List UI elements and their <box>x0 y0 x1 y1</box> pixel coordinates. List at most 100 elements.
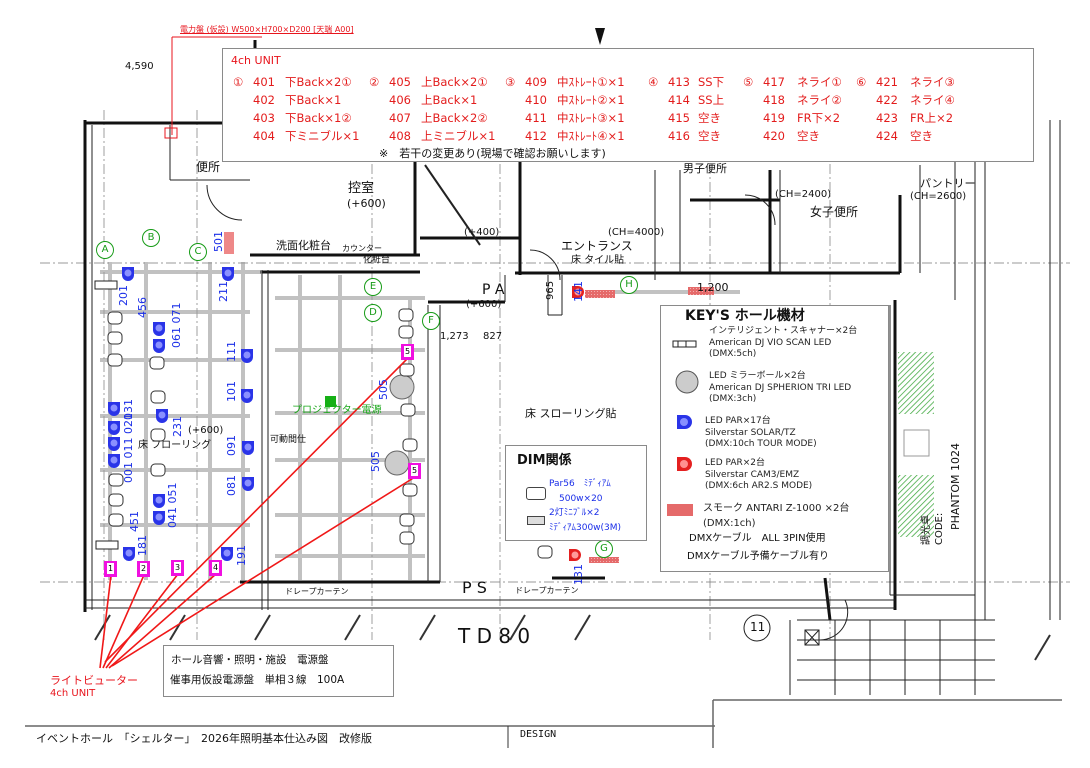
dim-title: DIM関係 <box>517 453 572 468</box>
blue-led-par-icon <box>108 402 120 416</box>
par56-fixture-icon <box>149 356 165 370</box>
blue-led-par-icon <box>242 477 254 491</box>
par56-fixture-icon <box>108 473 124 487</box>
room-label: 控室 <box>348 181 375 196</box>
channel-number: 420 <box>763 129 785 143</box>
fixture-number: 181 <box>136 535 149 556</box>
room-label: 化粧台 <box>363 255 391 265</box>
blue-led-par-icon <box>241 349 253 363</box>
room-level: (CH=2600) <box>910 191 967 202</box>
power-line-1: ホール音響・照明・施設 電源盤 <box>171 654 329 666</box>
smoke-machine-icon <box>589 557 619 563</box>
channel-number: 423 <box>876 111 898 125</box>
dimmer-port: 5 <box>408 463 421 479</box>
group-mark: ① <box>233 75 244 89</box>
panel-note: 電力盤 (仮設) W500×H700×D200 [天端 A00] <box>180 25 354 34</box>
legend-line: (DMX:5ch) <box>709 349 757 359</box>
fixture-number: 001 011 021 <box>122 413 135 483</box>
channel-number: 414 <box>668 93 690 107</box>
fixture-number: 131 <box>572 564 585 585</box>
grid-marker-g: G <box>595 540 613 558</box>
channel-label: 下Back×1 <box>285 93 342 107</box>
blue-led-par-icon <box>156 409 168 423</box>
grid-label: 11 <box>750 620 766 634</box>
fixture-number: 505 <box>377 379 390 400</box>
power-line-2: 催事用仮設電源盤 単相３線 100A <box>170 674 345 686</box>
channel-number: 403 <box>253 111 275 125</box>
channel-number: 405 <box>389 75 411 89</box>
mini-brute-label: 2灯ﾐﾆﾌﾞﾙ×2 <box>549 508 600 518</box>
legend-line: Silverstar SOLAR/TZ <box>705 427 796 438</box>
fixture-number: 456 <box>136 297 149 318</box>
fixture-number: 191 <box>235 545 248 566</box>
par56-fixture-icon <box>400 403 416 417</box>
fixture-number: 081 <box>225 475 238 496</box>
legend-line: American DJ VIO SCAN LED <box>709 337 832 348</box>
legend-item-text: スモーク ANTARI Z-1000 ×2台(DMX:1ch) <box>703 501 849 531</box>
channel-number: 410 <box>525 93 547 107</box>
par56-fixture-icon <box>399 531 415 545</box>
room-level: (CH=2400) <box>775 189 832 200</box>
channel-label: 空き <box>698 111 721 125</box>
channel-label: FR上×2 <box>910 111 954 125</box>
channel-number: 413 <box>668 75 690 89</box>
channel-label: 上Back×2① <box>421 75 488 89</box>
channel-row: 423 FR上×2 <box>856 109 955 127</box>
smoke-machine-icon <box>224 232 234 254</box>
console-label: 調光卓 <box>921 515 932 545</box>
grid-marker-c: C <box>189 243 207 261</box>
cable-note: DMXケーブル ALL 3PIN使用 <box>689 533 826 544</box>
channel-label: 空き <box>797 129 820 143</box>
room-level: (+600) <box>466 299 502 310</box>
room-label: 女子便所 <box>810 205 859 219</box>
room-level: (+600) <box>188 425 224 436</box>
fixture-number: 505 <box>369 451 382 472</box>
channel-number: 409 <box>525 75 547 89</box>
channel-number: 417 <box>763 75 785 89</box>
fixture-number: 231 <box>171 416 184 437</box>
channel-label: 中ｽﾄﾚｰﾄ②×1 <box>557 93 625 107</box>
blue-led-par-icon <box>153 322 165 336</box>
dimension-label: 965 <box>545 280 556 300</box>
design-label: DESIGN <box>520 729 557 740</box>
scanner-icon <box>94 280 118 290</box>
channel-number: 418 <box>763 93 785 107</box>
group-mark: ③ <box>505 75 516 89</box>
channel-number: 407 <box>389 111 411 125</box>
room-label: T D 8 0 <box>458 624 531 648</box>
par56-fixture-icon <box>107 311 123 325</box>
group-mark: ④ <box>648 75 659 89</box>
channel-label: 中ｽﾄﾚｰﾄ③×1 <box>557 111 625 125</box>
channel-label: 下ミニブル×1 <box>285 129 360 143</box>
channel-number: 412 <box>525 129 547 143</box>
drape-label: ドレープカーテン <box>285 587 349 596</box>
room-label: 男子便所 <box>683 162 727 175</box>
dmx-cable <box>99 574 112 669</box>
fixture-number: 091 <box>225 435 238 456</box>
scanner-icon <box>95 540 119 550</box>
red-par-icon <box>676 456 692 476</box>
channel-label: 空き <box>698 129 721 143</box>
room-label: 洗面化粧台 <box>276 239 331 252</box>
dimmer-port: 1 <box>104 561 117 577</box>
channel-label: ネライ④ <box>910 93 955 107</box>
legend-line: (DMX:6ch AR2.S MODE) <box>705 481 813 491</box>
grid-marker-a: A <box>96 241 114 259</box>
room-label: 便所 <box>196 160 221 174</box>
console-fader-bank <box>898 352 934 414</box>
dmx-cable <box>105 573 179 669</box>
channel-number: 422 <box>876 93 898 107</box>
par56-fixture-icon <box>107 331 123 345</box>
blue-led-par-icon <box>108 454 120 468</box>
channel-label: 上ミニブル×1 <box>421 129 496 143</box>
channel-number: 402 <box>253 93 275 107</box>
